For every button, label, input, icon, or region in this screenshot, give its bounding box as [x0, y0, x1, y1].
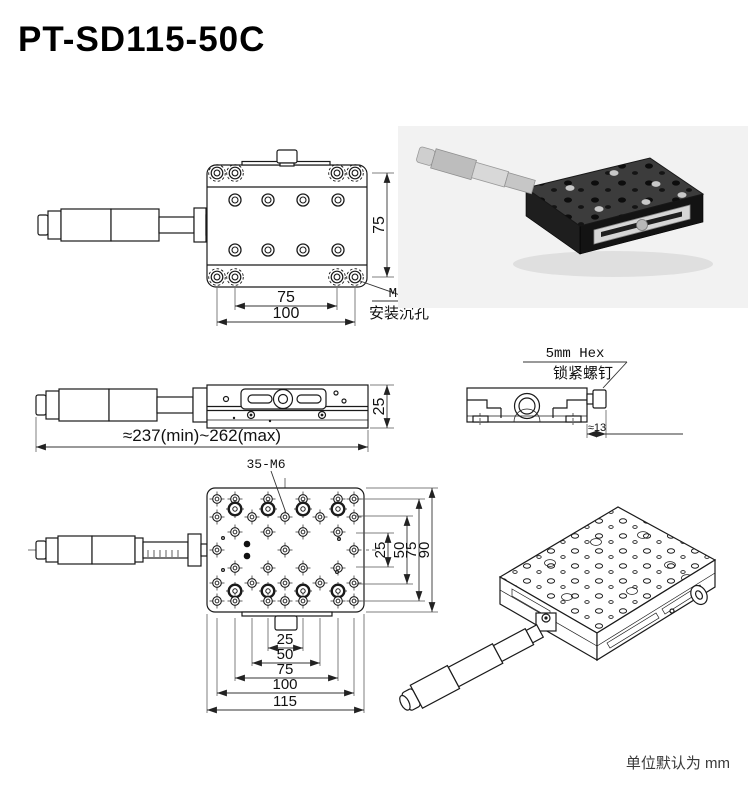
photo-micrometer — [416, 146, 536, 195]
dim-total-length: ≈237(min)~262(max) — [123, 426, 281, 445]
side-view-dimensions: 25 ≈237(min)~262(max) — [35, 384, 394, 452]
lock-screw-knob — [586, 389, 607, 409]
stage-body-side — [206, 384, 369, 429]
dim-side-75: 75 — [371, 216, 388, 234]
dim-v-90: 90 — [416, 542, 433, 559]
dim-v-75: 75 — [403, 542, 420, 559]
product-photo — [398, 126, 748, 308]
bottom-view-vertical-dimensions: 25 50 75 90 — [356, 487, 438, 613]
stage-plate — [206, 149, 368, 288]
unit-note: 单位默认为 mm — [625, 755, 730, 772]
section-view-dimensions: ≈13 — [586, 410, 683, 438]
dim-bolt-span-75: 75 — [277, 289, 295, 306]
thread-count-note: 35-M6 — [246, 457, 287, 514]
dim-offset-13: ≈13 — [588, 422, 606, 434]
page-title: PT-SD115-50C — [18, 20, 266, 59]
lock-note-line2: 锁紧螺钉 — [553, 365, 613, 382]
dim-height-25: 25 — [371, 398, 388, 416]
lock-note-line1: 5mm Hex — [546, 346, 605, 362]
m6-note-line2: 安装沉孔 — [369, 305, 429, 322]
dim-v-25: 25 — [372, 542, 389, 559]
dim-v-50: 50 — [391, 542, 408, 559]
bottom-view-drawing: 35-M6 25 50 75 90 25 50 75 — [28, 457, 438, 714]
micrometer-side — [37, 207, 210, 243]
top-view-drawing: 75 75 100 M6 安装沉孔 — [37, 149, 429, 326]
dim-h-50: 50 — [277, 646, 294, 663]
isometric-view-drawing — [399, 506, 717, 711]
micrometer-side — [35, 387, 208, 423]
dim-h-75: 75 — [277, 661, 294, 678]
dim-outer-span-100: 100 — [273, 305, 300, 322]
side-view-drawing: 25 ≈237(min)~262(max) — [35, 384, 394, 452]
iso-lock-knob — [669, 584, 708, 614]
micrometer-detailed — [35, 533, 208, 567]
adjust-knob — [276, 149, 298, 167]
stage-section — [466, 387, 607, 425]
stage-plate-bottom — [206, 487, 365, 631]
photo-silver-screws — [565, 170, 687, 212]
section-view-drawing: 5mm Hex 锁紧螺钉 — [466, 346, 683, 438]
dim-h-100: 100 — [272, 676, 297, 693]
dim-h-25: 25 — [277, 631, 294, 648]
lock-screw-note: 5mm Hex 锁紧螺钉 — [523, 346, 628, 389]
photo-stage-body — [524, 157, 705, 255]
photo-scale-plate — [593, 204, 691, 245]
dim-h-115: 115 — [273, 693, 297, 710]
iso-micrometer — [399, 612, 557, 711]
thread-note-label: 35-M6 — [246, 457, 285, 472]
bottom-view-horizontal-dimensions: 25 50 75 100 115 — [206, 614, 365, 714]
